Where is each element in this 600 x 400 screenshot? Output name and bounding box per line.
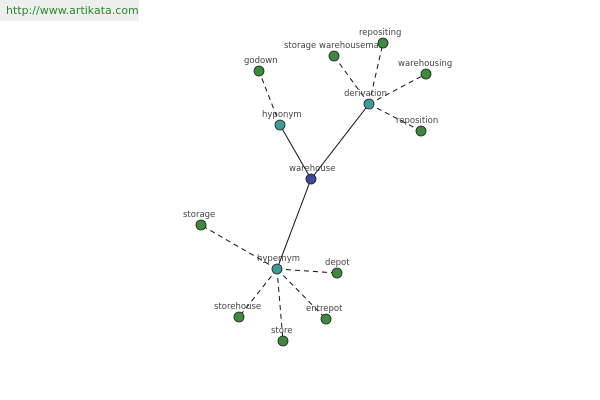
node-dot[interactable]	[363, 98, 375, 110]
node-label: storage warehouseman	[284, 41, 384, 51]
node-dot[interactable]	[277, 335, 289, 347]
node-reposition[interactable]: reposition	[396, 116, 438, 137]
node-dot[interactable]	[415, 125, 427, 137]
node-store[interactable]: store	[271, 326, 293, 347]
node-label: warehousing	[398, 59, 452, 69]
node-label: godown	[244, 56, 278, 66]
edge-derivation-repositing	[368, 42, 384, 105]
node-entrepot[interactable]: entrepot	[306, 304, 343, 325]
edge-derivation-warehousing	[368, 73, 427, 105]
nodes: warehouse hyponym derivation hypernym go…	[183, 28, 452, 347]
edge-derivation-reposition	[368, 103, 422, 132]
node-label: depot	[325, 258, 350, 268]
edge-hyponym-godown	[258, 70, 281, 126]
edge-derivation-storage-warehouseman	[333, 55, 370, 105]
node-dot[interactable]	[233, 311, 245, 323]
node-depot[interactable]: depot	[325, 258, 350, 279]
node-label: hypernym	[257, 254, 300, 264]
node-storehouse[interactable]: storehouse	[214, 302, 261, 323]
edge-warehouse-hypernym	[276, 178, 312, 270]
node-warehouse[interactable]: warehouse	[289, 164, 335, 185]
node-dot[interactable]	[320, 313, 332, 325]
node-label: derivation	[344, 89, 387, 99]
edge-hypernym-storehouse	[238, 268, 278, 318]
node-label: storage	[183, 210, 215, 220]
node-hyponym[interactable]: hyponym	[262, 110, 302, 131]
node-dot[interactable]	[420, 68, 432, 80]
edge-hypernym-store	[276, 268, 284, 342]
node-label: entrepot	[306, 304, 343, 314]
node-dot[interactable]	[328, 50, 340, 62]
node-dot[interactable]	[195, 219, 207, 231]
edge-hypernym-storage	[200, 224, 278, 270]
node-label: warehouse	[289, 164, 335, 174]
node-label: hyponym	[262, 110, 302, 120]
edges	[200, 42, 427, 342]
node-storage[interactable]: storage	[183, 210, 215, 231]
edge-hypernym-entrepot	[276, 268, 327, 320]
node-dot[interactable]	[331, 267, 343, 279]
node-dot[interactable]	[274, 119, 286, 131]
node-dot[interactable]	[271, 263, 283, 275]
node-label: reposition	[396, 116, 438, 126]
edge-warehouse-hyponym	[279, 124, 312, 180]
node-hypernym[interactable]: hypernym	[257, 254, 300, 275]
node-warehousing[interactable]: warehousing	[398, 59, 452, 80]
node-dot[interactable]	[253, 65, 265, 77]
node-label: repositing	[359, 28, 401, 38]
node-derivation[interactable]: derivation	[344, 89, 387, 110]
source-link[interactable]: http://www.artikata.com	[0, 0, 139, 21]
edge-warehouse-derivation	[310, 103, 370, 180]
node-repositing[interactable]: repositing	[359, 28, 401, 49]
node-storage-warehouseman[interactable]: storage warehouseman	[284, 41, 384, 62]
node-godown[interactable]: godown	[244, 56, 278, 77]
node-label: storehouse	[214, 302, 261, 312]
edge-hypernym-depot	[276, 268, 338, 274]
node-label: store	[271, 326, 293, 336]
node-dot[interactable]	[305, 173, 317, 185]
node-dot[interactable]	[377, 37, 389, 49]
